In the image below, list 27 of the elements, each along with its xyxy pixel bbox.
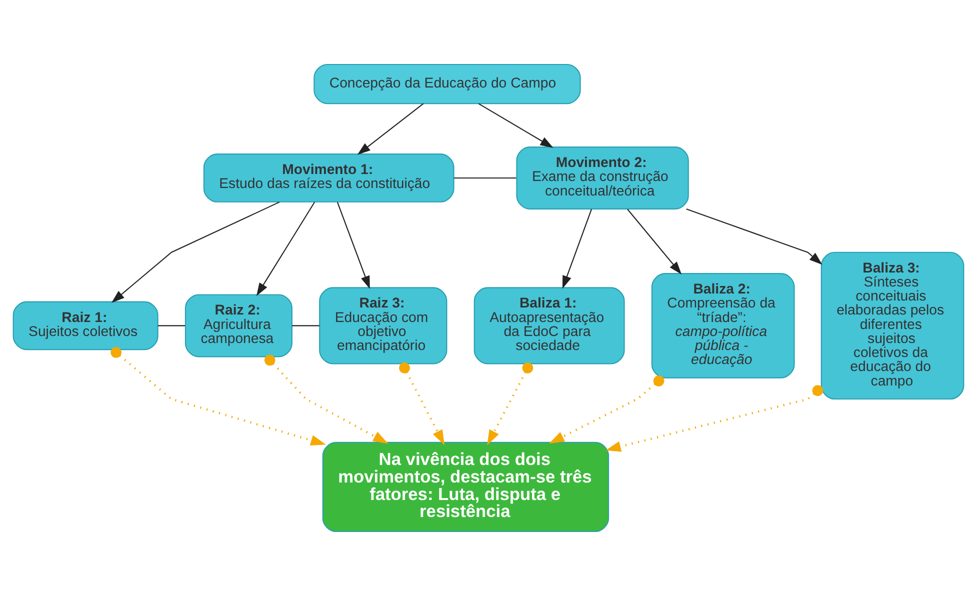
node-box: Movimento 2: Exame da construção conceitual/teórica [516, 146, 688, 209]
node-box: Movimento 1: Estudo das raízes da constituição [202, 153, 454, 202]
node-box: Raiz 1: Sujeitos coletivos [12, 300, 158, 350]
arrow [256, 201, 315, 296]
arrow [398, 362, 444, 445]
arrow [548, 374, 664, 444]
node-box: Raiz 2: Agricultura camponesa [184, 294, 292, 357]
node-box: Baliza 2: Compreensão da “tríade”: campo-política pública - educação [650, 272, 794, 378]
arrow [110, 201, 280, 302]
arrow [264, 354, 388, 444]
arrow [562, 208, 592, 288]
arrow [626, 208, 682, 274]
arrow [478, 102, 553, 148]
node-box: Concepção da Educação do Campo [313, 63, 580, 104]
node-box: Baliza 3: Sínteses conceituais elaboradas pelos diferentes sujeitos coletivos da educação do campo [820, 251, 964, 400]
arrow [486, 362, 533, 445]
arrow [686, 208, 822, 264]
connector [454, 176, 516, 178]
arrow [336, 201, 370, 289]
node-box: Baliza 1: Autoapresentação da EdoC para sociedade [473, 286, 624, 364]
connector [292, 324, 319, 326]
connector [157, 324, 184, 326]
arrow [110, 346, 326, 445]
arrow [605, 384, 823, 452]
node-box: Raiz 3: Educação com objetivo emancipatório [318, 286, 447, 364]
node-box: Na vivência dos dois movimentos, destacam-se três fatores: Luta, disputa e resistência [322, 441, 609, 532]
arrow [356, 102, 424, 154]
